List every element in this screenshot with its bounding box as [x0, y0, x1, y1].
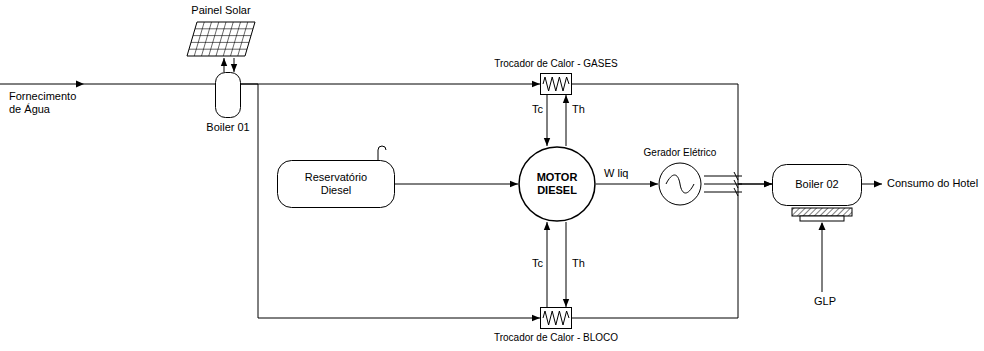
- node-label: Gerador Elétrico: [644, 147, 717, 159]
- solar-panel-outline: [185, 20, 257, 58]
- flow-connector: [241, 84, 540, 318]
- node-label: MOTOR DIESEL: [529, 171, 585, 197]
- node-label: Reservatório Diesel: [294, 171, 378, 197]
- water-supply-label: Fornecimento de Água: [8, 90, 88, 116]
- heat-exchanger-outline: [540, 307, 572, 329]
- flow-connector: [566, 95, 567, 146]
- generator-output-wires: [704, 172, 742, 196]
- edge-label: Tc: [531, 257, 544, 270]
- flow-connector: [596, 184, 658, 185]
- boiler-tank: Boiler 01: [215, 72, 241, 118]
- hotel-consumption-label: Consumo do Hotel: [886, 177, 979, 190]
- hotel-outlet-line: [862, 181, 882, 188]
- flow-connector: [395, 184, 518, 185]
- flow-connector: [547, 222, 548, 307]
- node-label: Trocador de Calor - GASES: [494, 58, 618, 70]
- node-label: Trocador de Calor - BLOCO: [494, 332, 618, 344]
- flow-connector: [241, 84, 540, 85]
- edge-label: Th: [571, 257, 586, 270]
- heat-exchanger: Trocador de Calor - GASES: [540, 73, 572, 95]
- generator-circle-outline: [658, 162, 702, 206]
- tank-filler-hook: [378, 146, 386, 160]
- generator-circle: Gerador Elétrico: [658, 162, 702, 206]
- heat-exchanger: Trocador de Calor - BLOCO: [540, 307, 572, 329]
- node-label: Boiler 01: [206, 121, 249, 134]
- fuel-label: GLP: [813, 295, 837, 308]
- heat-exchanger-outline: [540, 73, 572, 95]
- edge-label: W liq: [603, 167, 629, 180]
- flow-connector: [566, 222, 567, 307]
- node-label: Painel Solar: [191, 4, 250, 17]
- boiler-tank-outline: [215, 72, 241, 118]
- edge-label: Tc: [531, 103, 544, 116]
- glp-burner: [792, 208, 852, 292]
- flow-connector: [572, 184, 772, 318]
- flow-connector: [234, 58, 235, 72]
- edge-label: Th: [571, 103, 586, 116]
- water-inlet-line: [0, 81, 215, 88]
- boiler-tank: Boiler 02: [772, 164, 862, 206]
- flow-connector: [224, 58, 225, 72]
- node-label: Boiler 02: [795, 178, 838, 191]
- diesel-tank: Reservatório Diesel: [277, 160, 395, 208]
- solar-panel: Painel Solar: [185, 20, 257, 58]
- flow-connector: [547, 95, 548, 146]
- engine-circle: MOTOR DIESEL: [518, 146, 596, 222]
